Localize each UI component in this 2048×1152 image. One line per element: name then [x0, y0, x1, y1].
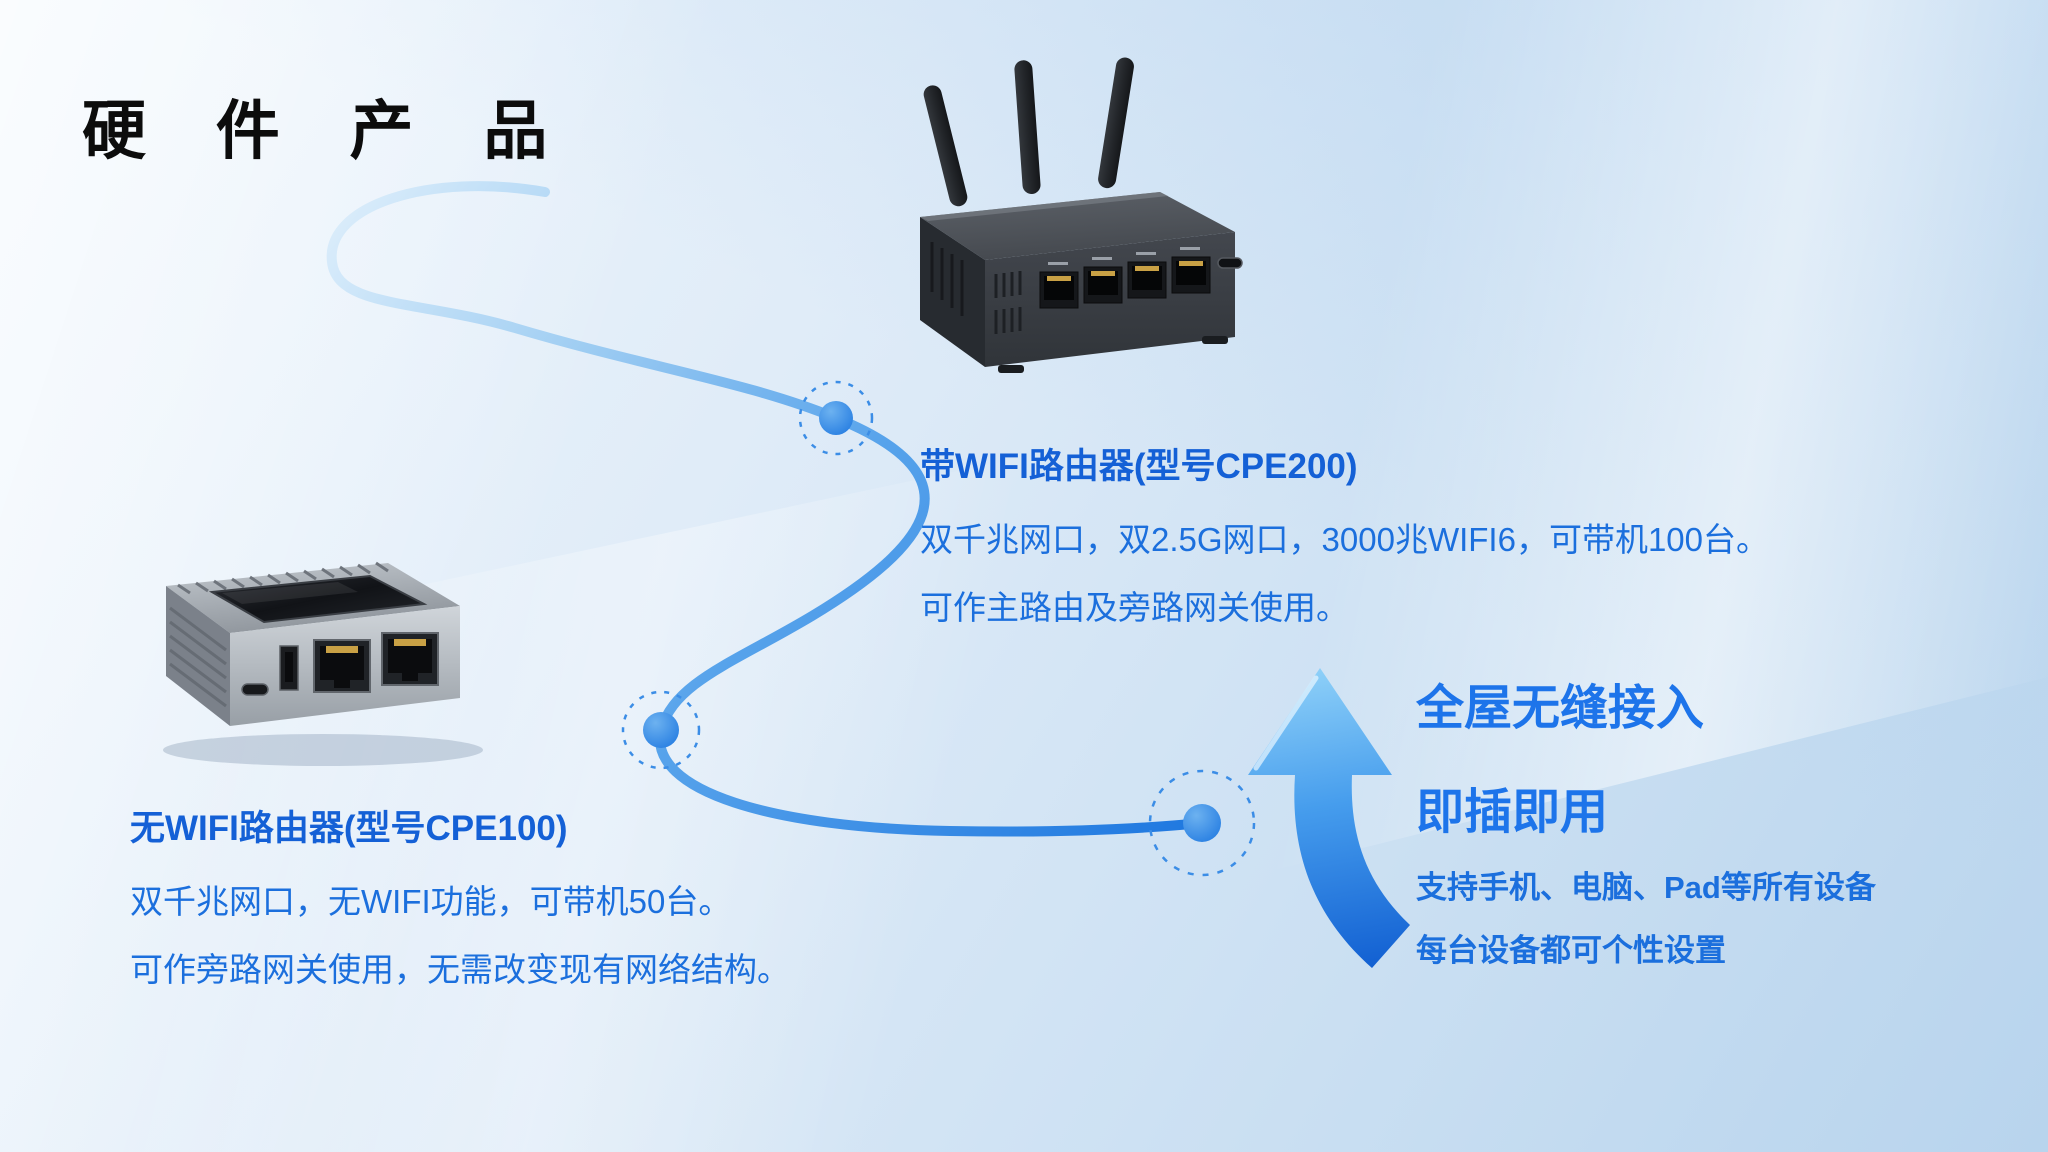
connector-node-dashed-ring [621, 690, 701, 770]
product-cpe200-title: 带WIFI路由器(型号CPE200) [920, 447, 1358, 486]
product-cpe100-title: 无WIFI路由器(型号CPE100) [130, 809, 568, 848]
usb-a-port-icon [279, 645, 299, 691]
feature-headline-seamless: 全屋无缝接入 [1416, 682, 1705, 735]
connector-node [819, 401, 853, 435]
product-cpe100-usage-line: 可作旁路网关使用，无需改变现有网络结构。 [130, 951, 790, 988]
feature-detail-devices: 支持手机、电脑、Pad等所有设备 [1416, 870, 1876, 905]
product-cpe200-spec-line: 双千兆网口，双2.5G网口，3000兆WIFI6，可带机100台。 [920, 521, 1770, 558]
usb-c-port-icon [1217, 257, 1243, 269]
product-cpe200-info: 带WIFI路由器(型号CPE200) 双千兆网口，双2.5G网口，3000兆WI… [920, 438, 1769, 649]
connector-node [1183, 804, 1221, 842]
product-cpe100-spec-line: 双千兆网口，无WIFI功能，可带机50台。 [130, 883, 732, 920]
connector-node [643, 712, 679, 748]
connector-node-dashed-ring [1148, 769, 1256, 877]
usb-c-port-icon [241, 683, 269, 696]
page-title: 硬 件 产 品 [82, 95, 574, 167]
connector-node-dashed-ring [798, 380, 874, 456]
connector-path [326, 181, 1207, 837]
product-cpe200-usage-line: 可作主路由及旁路网关使用。 [920, 589, 1349, 626]
product-cpe100-info: 无WIFI路由器(型号CPE100) 双千兆网口，无WIFI功能，可带机50台。… [130, 800, 790, 1011]
antenna-icon [923, 57, 1134, 207]
router-cpe100-image [163, 561, 483, 766]
up-arrow-highlight [1253, 675, 1319, 771]
ethernet-port-icon [1039, 256, 1211, 309]
up-arrow-icon [1248, 668, 1410, 968]
feature-headline-plugplay: 即插即用 [1416, 786, 1609, 839]
feature-detail-personal: 每台设备都可个性设置 [1416, 933, 1726, 968]
status-screen-icon [208, 574, 428, 624]
wifi-router-cpe200-image [920, 57, 1243, 373]
ethernet-port-icon [313, 632, 439, 693]
